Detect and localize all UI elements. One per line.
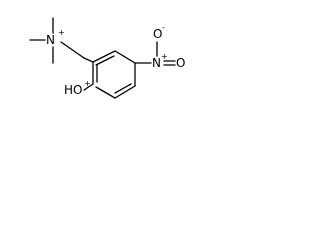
ring-bond-c6-c1	[95, 86, 116, 99]
ch2-ring-bond	[83, 57, 94, 63]
ring-bond-c5-c6	[114, 85, 136, 99]
molecule-structure: N + HO + N + O - O	[29, 17, 185, 99]
quaternary-nitrogen-charge: +	[58, 28, 65, 37]
ring-bond-c2-c3-double	[95, 55, 115, 66]
hydroxyl-group: HO +	[64, 79, 94, 97]
nitro-oxygen-right-label: O	[176, 56, 185, 70]
n-ch2-bond	[60, 41, 85, 59]
ring-bond-c5-c6-double	[114, 83, 132, 94]
nitro-oxygen-top-charge: -	[162, 23, 165, 32]
hydroxyl-charge: +	[84, 79, 91, 88]
nitro-nitrogen-label: N	[152, 56, 161, 70]
quaternary-nitrogen-label: N	[46, 33, 55, 47]
ring-bond-c3-c4	[114, 50, 136, 64]
ring	[83, 50, 136, 99]
nitro-oxygen-top-label: O	[153, 27, 162, 41]
ring-bond-c2-c3	[92, 50, 116, 63]
nitro-nitrogen-charge: +	[161, 52, 168, 61]
nitro-group: N + O - O	[134, 23, 185, 70]
hydroxyl-label: HO	[64, 83, 82, 97]
trimethylammonium-group: N +	[29, 17, 85, 64]
c1-oxygen-bond	[83, 83, 94, 91]
